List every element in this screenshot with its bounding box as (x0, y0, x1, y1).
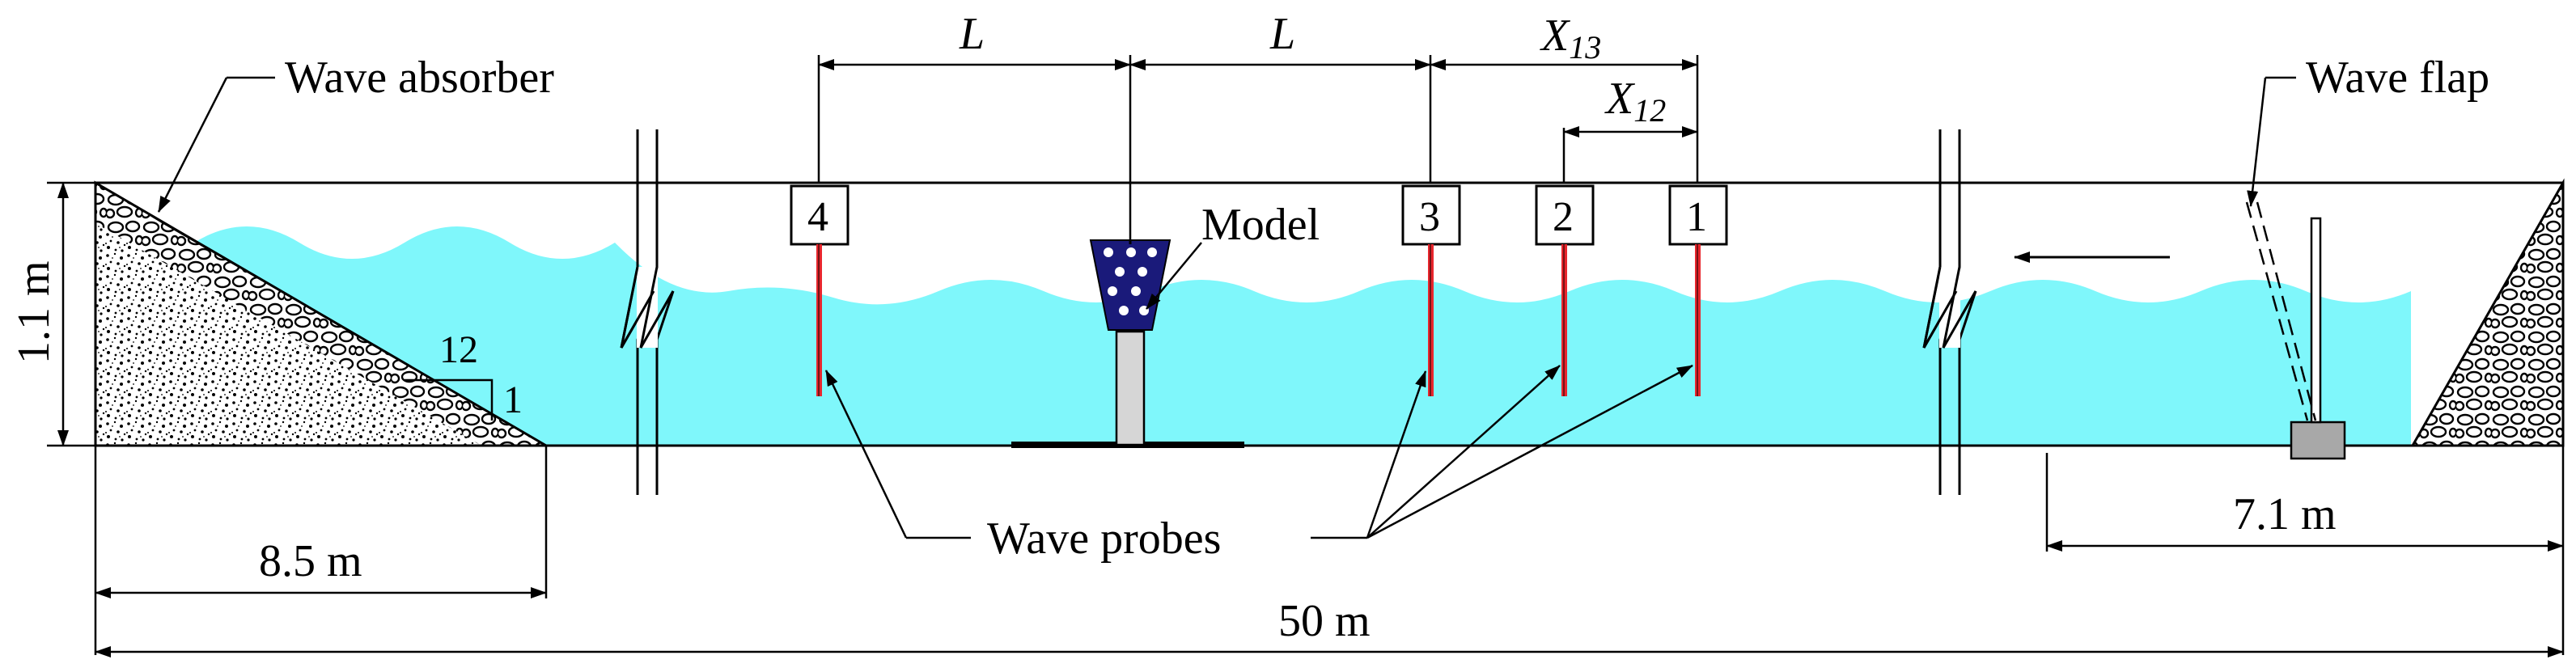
slope-run-label: 12 (439, 328, 478, 371)
absorber-outline (94, 180, 551, 447)
model-pedestal (1115, 330, 1146, 446)
label-wave-flap: Wave flap (2306, 53, 2489, 103)
slope-rise-label: 1 (503, 378, 523, 421)
probe-1-label: 1 (1686, 194, 1707, 240)
dim-X12-main: X (1604, 74, 1636, 124)
label-wave-absorber: Wave absorber (285, 53, 554, 103)
probe-4: 4 (790, 184, 849, 396)
wave-flap (2245, 201, 2346, 460)
dim-total-label: 50 m (1278, 596, 1371, 646)
slope-marker (405, 378, 494, 421)
probe-4-label: 4 (807, 194, 828, 240)
dim-X12-label: X12 (1604, 74, 1666, 129)
wave-flap-base (2290, 421, 2346, 460)
wave-flap-paddle (2310, 217, 2322, 424)
break-mark-right (1922, 129, 1977, 495)
probe-2-label: 2 (1553, 194, 1574, 240)
probe-3-label: 3 (1419, 194, 1440, 240)
dim-L1-label: L (959, 9, 985, 59)
dim-absorber-label: 8.5 m (259, 536, 362, 586)
dim-depth-label: 1.1 m (9, 260, 59, 364)
label-model: Model (1201, 200, 1320, 250)
probe-1: 1 (1668, 184, 1728, 396)
probe-2: 2 (1535, 184, 1595, 396)
dim-L2-label: L (1269, 9, 1295, 59)
dim-X13-main: X (1540, 11, 1571, 61)
dim-X12-sub: 12 (1633, 92, 1666, 129)
water-body-main (615, 243, 2411, 446)
label-wave-probes: Wave probes (987, 514, 1221, 564)
break-mark-left (620, 129, 675, 495)
probe-3: 3 (1401, 184, 1461, 396)
leader-model (1146, 242, 1202, 310)
dim-flap-label: 7.1 m (2233, 489, 2337, 539)
dim-X13-sub: 13 (1569, 29, 1601, 66)
dim-X13-label: X13 (1540, 11, 1601, 66)
gravel-beach (2410, 178, 2565, 447)
